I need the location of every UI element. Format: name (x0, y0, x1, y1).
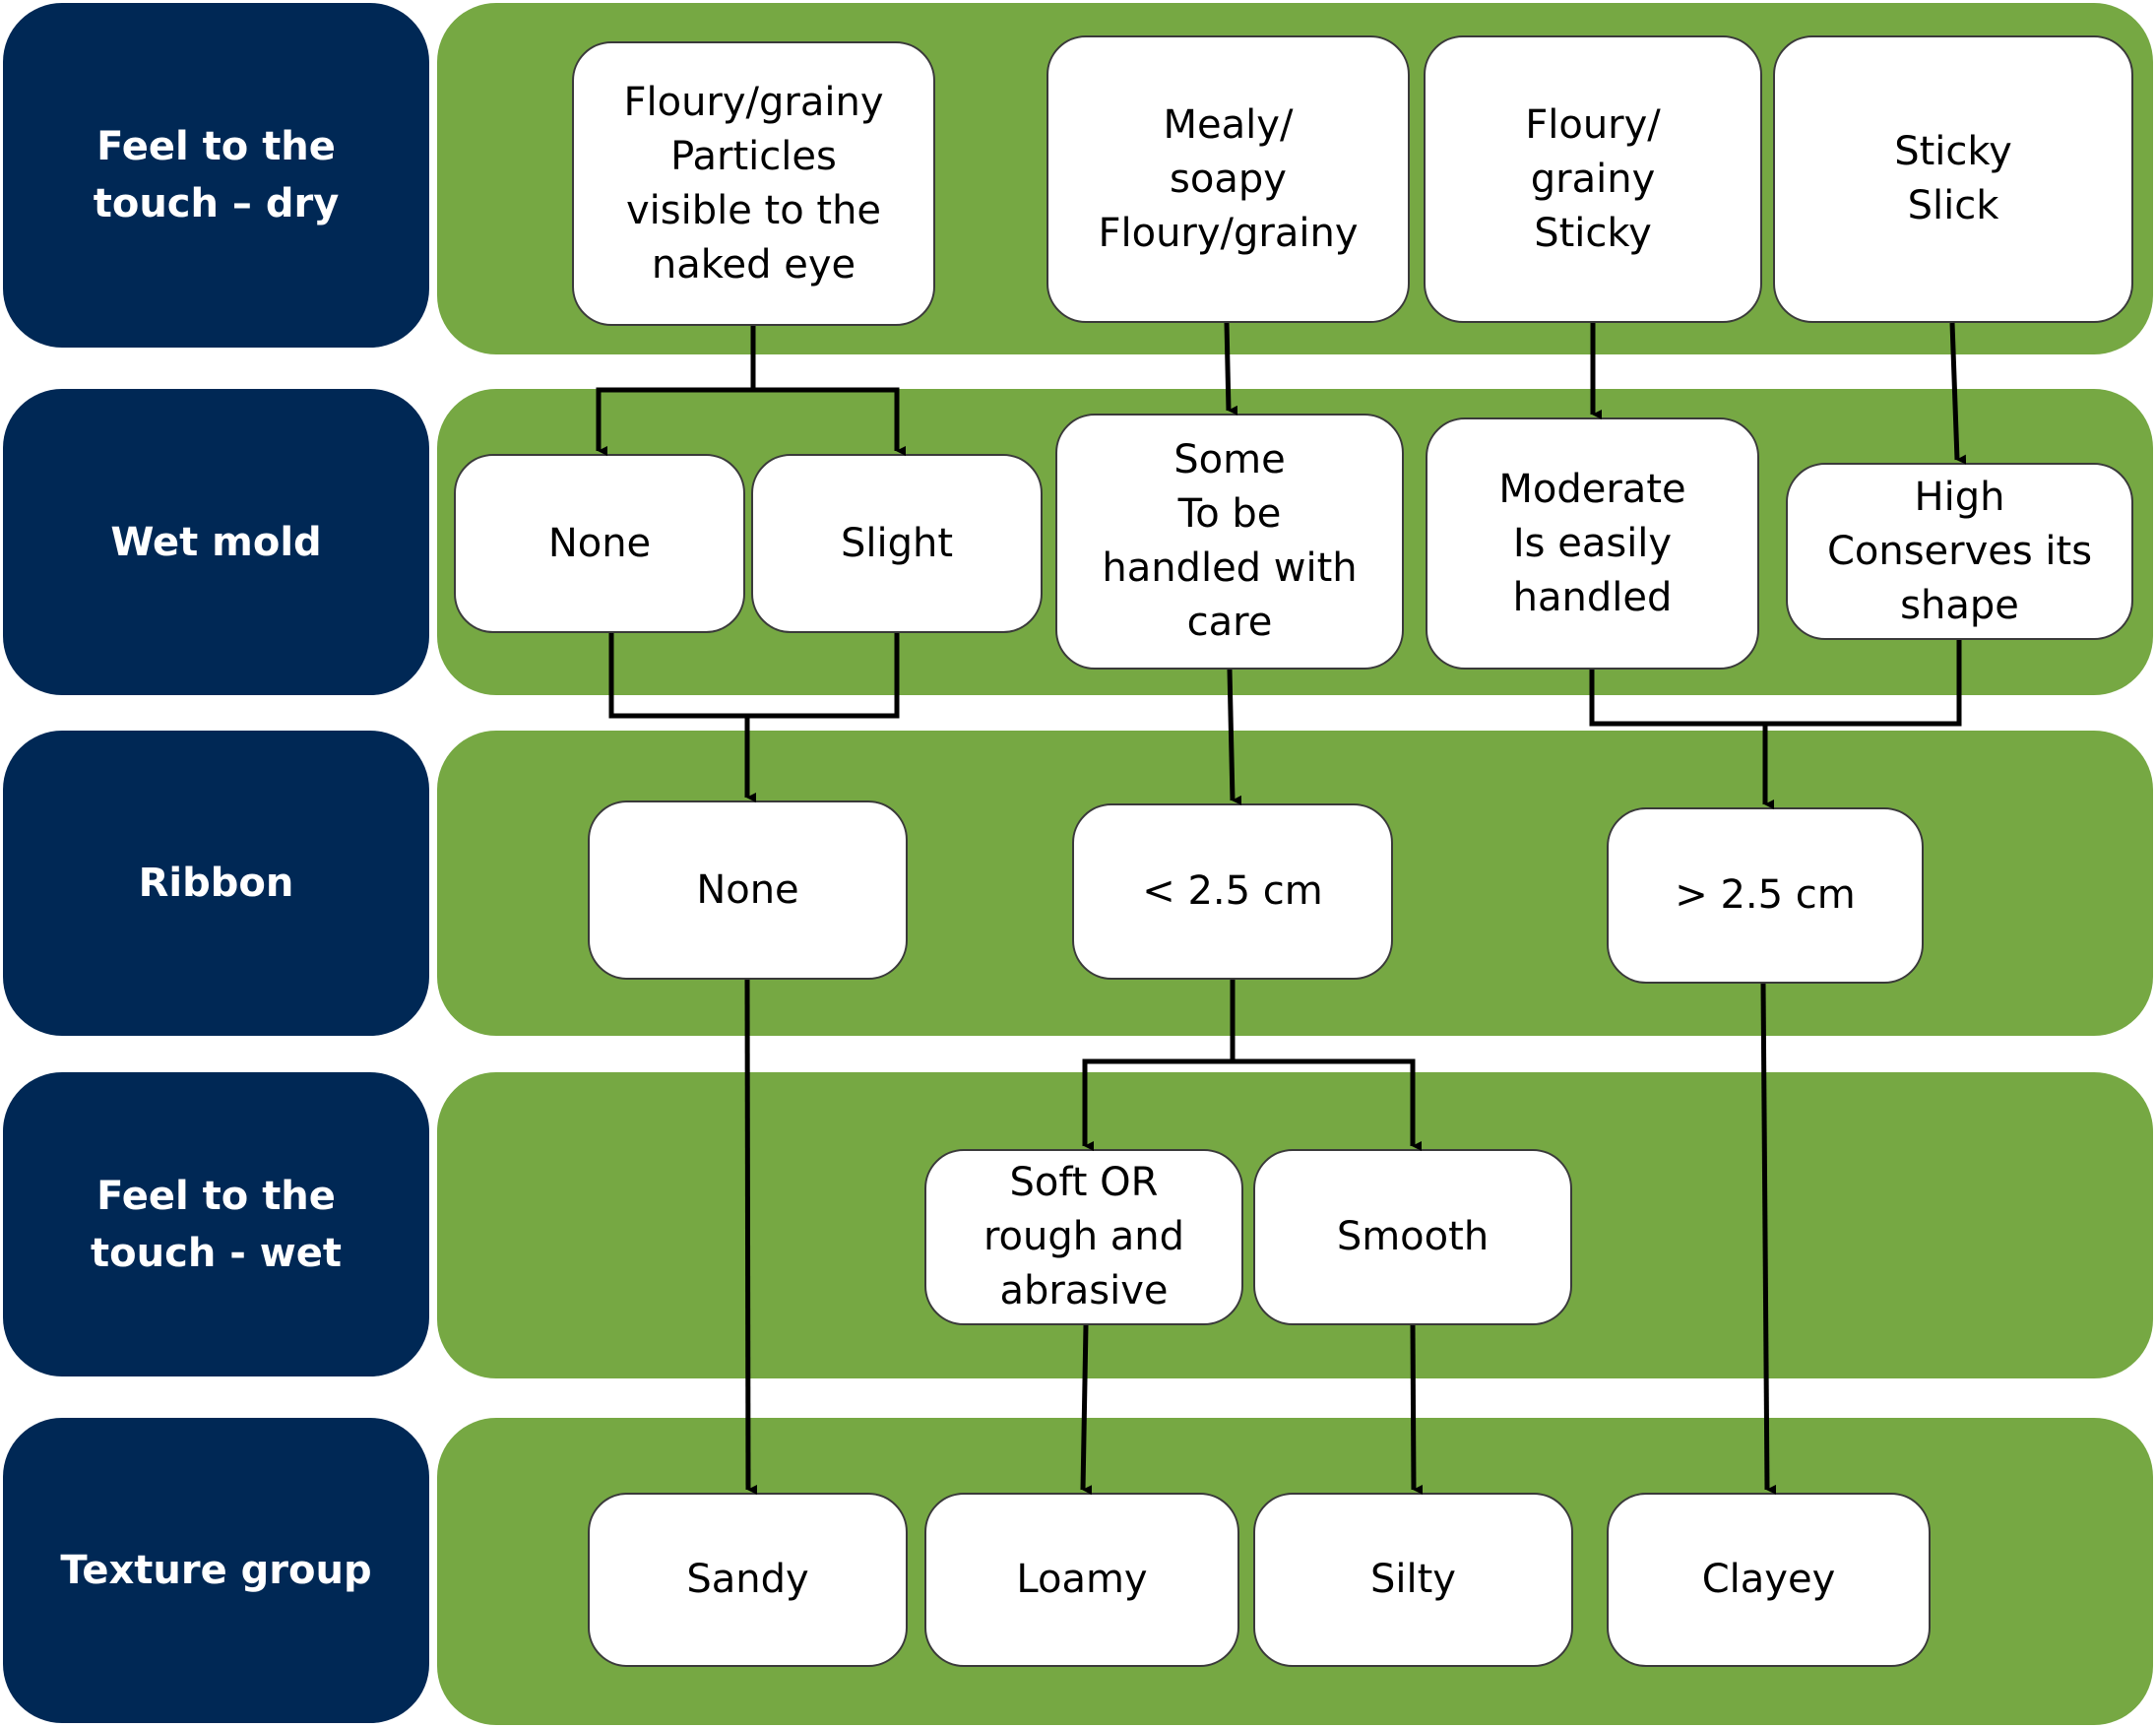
dry-box-sticky-slick: Sticky Slick (1773, 35, 2133, 323)
row-label-feel-dry: Feel to the touch – dry (3, 3, 429, 348)
row-label-text: Ribbon (138, 861, 294, 906)
wet-feel-box-smooth: Smooth (1253, 1149, 1572, 1325)
dry-box-floury-sticky: Floury/ grainy Sticky (1424, 35, 1762, 323)
ribbon-box-gt-2-5cm: > 2.5 cm (1607, 807, 1924, 984)
wet-mold-box-some: Some To be handled with care (1055, 414, 1404, 670)
texture-box-loamy: Loamy (924, 1493, 1239, 1667)
row-label-text: Wet mold (110, 519, 322, 565)
row-label-feel-wet: Feel to the touch - wet (3, 1072, 429, 1376)
dry-box-floury-particles: Floury/grainy Particles visible to the n… (572, 41, 935, 326)
row-label-wet-mold: Wet mold (3, 389, 429, 695)
ribbon-box-none: None (588, 800, 908, 980)
row-label-text: Feel to the touch - wet (91, 1173, 342, 1276)
texture-box-clayey: Clayey (1607, 1493, 1931, 1667)
row-label-texture-group: Texture group (3, 1418, 429, 1723)
ribbon-box-lt-2-5cm: < 2.5 cm (1072, 803, 1393, 980)
wet-mold-box-slight: Slight (751, 454, 1043, 633)
row-label-text: Feel to the touch – dry (93, 124, 340, 226)
wet-mold-box-moderate: Moderate Is easily handled (1426, 417, 1759, 670)
wet-mold-box-none: None (454, 454, 745, 633)
wet-feel-box-soft-rough: Soft OR rough and abrasive (924, 1149, 1243, 1325)
wet-mold-box-high: High Conserves its shape (1786, 463, 2133, 640)
row-label-text: Texture group (60, 1548, 372, 1593)
texture-box-sandy: Sandy (588, 1493, 908, 1667)
dry-box-mealy-soapy: Mealy/ soapy Floury/grainy (1046, 35, 1410, 323)
texture-box-silty: Silty (1253, 1493, 1573, 1667)
row-label-ribbon: Ribbon (3, 731, 429, 1036)
